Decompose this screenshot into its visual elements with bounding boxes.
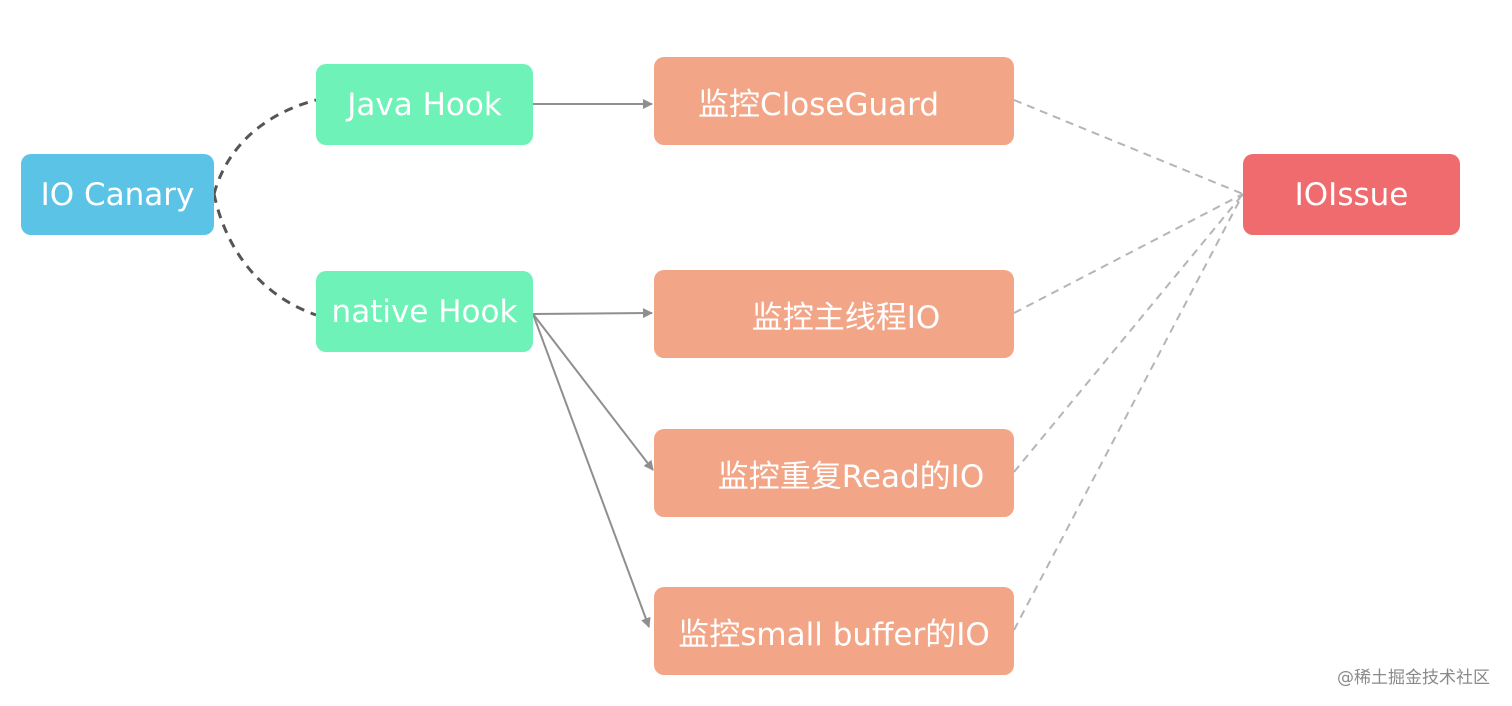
java-hook-label: Java Hook (347, 86, 502, 123)
root-to-native-hook-connector (212, 193, 317, 317)
monitor-small-buffer-node: 监控small buffer的IO (654, 587, 1014, 675)
monitor-closeguard-node: 监控CloseGuard (654, 57, 1014, 145)
monitor-repeat-read-label: 监控重复Read的IO (717, 458, 985, 495)
native-hook-to-repeat-read-arrow (532, 313, 654, 471)
monitor-repeat-read-node: 监控重复Read的IO (654, 429, 1014, 517)
root-to-java-hook-connector (212, 98, 317, 195)
monitor-main-thread-label: 监控主线程IO (751, 299, 941, 336)
monitor-main-thread-node: 监控主线程IO (654, 270, 1014, 358)
native-hook-label: native Hook (331, 293, 518, 330)
repeat-read-to-issue-connector (1013, 193, 1244, 473)
java-hook-node: Java Hook (316, 64, 533, 145)
io-issue-node: IOIssue (1243, 154, 1460, 235)
io-issue-label: IOIssue (1294, 176, 1409, 213)
native-hook-to-small-buffer-arrow (532, 313, 651, 628)
watermark-text: @稀土掘金技术社区 (1337, 668, 1490, 688)
monitor-closeguard-label: 监控CloseGuard (698, 86, 939, 123)
main-thread-to-issue-connector (1013, 193, 1244, 314)
native-hook-to-main-thread-arrow (532, 308, 653, 319)
closeguard-to-issue-connector (1013, 99, 1244, 195)
io-canary-node: IO Canary (21, 154, 214, 235)
io-canary-label: IO Canary (40, 176, 195, 213)
native-hook-node: native Hook (316, 271, 533, 352)
monitor-small-buffer-label: 监控small buffer的IO (678, 616, 990, 653)
small-buffer-to-issue-connector (1013, 193, 1244, 631)
